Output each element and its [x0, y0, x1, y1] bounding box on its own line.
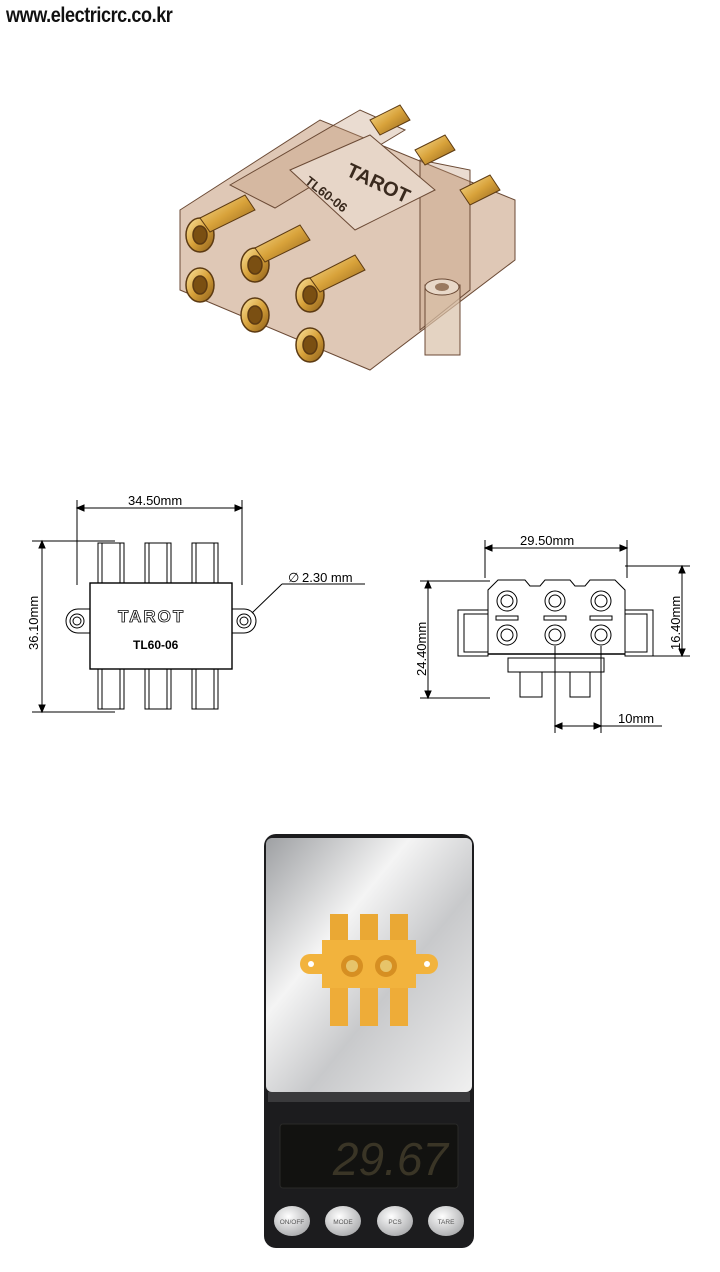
- button-tare-label: TARE: [438, 1219, 456, 1226]
- width-dimension-label: 34.50mm: [128, 493, 182, 508]
- scale-photo: 29.67 ON/OFF MODE PCS TARE: [264, 834, 474, 1248]
- diameter-symbol: ∅: [288, 570, 299, 585]
- height-dimension-label: 24.40mm: [414, 622, 429, 676]
- drawing-logo: TAROT: [118, 607, 185, 626]
- mounting-post: [424, 278, 461, 356]
- scale-buttons: [274, 1206, 464, 1236]
- scale-reading: 29.67: [332, 1133, 450, 1185]
- connector-3d-render: TAROT TL60-06: [179, 104, 516, 371]
- yellow-connector: [300, 914, 438, 1026]
- height-dimension-label: 36.10mm: [26, 596, 41, 650]
- button-pcs-label: PCS: [388, 1219, 402, 1226]
- inner-height-label: 16.40mm: [668, 596, 683, 650]
- logo-plate: [289, 134, 436, 231]
- hole-dimension-label: 2.30 mm: [302, 570, 353, 585]
- width-dimension-label: 29.50mm: [520, 533, 574, 548]
- pitch-label: 10mm: [618, 711, 654, 726]
- scale-display: [279, 1123, 459, 1189]
- brass-sockets: [185, 217, 325, 363]
- button-onoff-label: ON/OFF: [280, 1219, 305, 1226]
- drawing-model: TL60-06: [133, 638, 179, 652]
- button-mode-label: MODE: [333, 1219, 353, 1226]
- site-url: www.electricrc.co.kr: [6, 4, 173, 27]
- side-view-drawing: 29.50mm 24.40mm 16.40mm 10mm: [414, 533, 690, 733]
- top-view-drawing: 34.50mm 36.10mm ∅ 2.30 mm TAROT TL60-06: [26, 493, 365, 714]
